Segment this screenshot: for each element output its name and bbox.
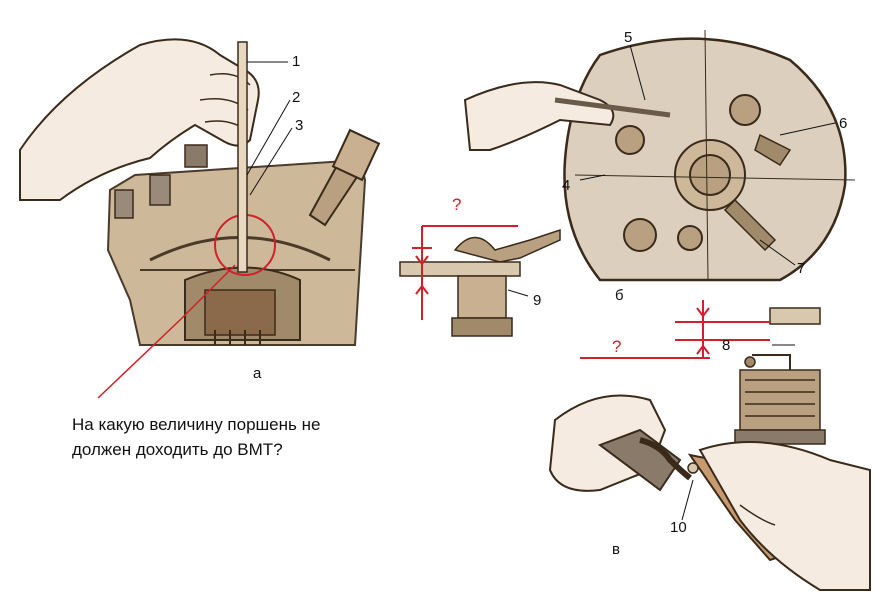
callout-5: 5 bbox=[624, 29, 632, 46]
callout-8: 8 bbox=[722, 337, 730, 354]
figure-label-a: а bbox=[253, 365, 262, 382]
question-mark-spark-plug: ? bbox=[612, 337, 621, 356]
question-text: На какую величину поршень не должен дохо… bbox=[72, 412, 372, 462]
callout-6: 6 bbox=[839, 115, 847, 132]
figure-label-v: в bbox=[612, 541, 620, 558]
callout-2: 2 bbox=[292, 89, 300, 106]
callout-1: 1 bbox=[292, 53, 300, 70]
callout-4: 4 bbox=[562, 177, 570, 194]
figure-breaker-detail bbox=[399, 225, 561, 337]
figure-label-b: б bbox=[615, 287, 624, 304]
callout-10: 10 bbox=[670, 519, 687, 536]
callout-7: 7 bbox=[797, 260, 805, 277]
figure-a-engine bbox=[19, 38, 381, 399]
question-line-2: должен доходить до ВМТ? bbox=[72, 440, 283, 459]
figure-v-sparkplug-adjust bbox=[548, 394, 871, 591]
figure-sparkplug-detail bbox=[580, 300, 826, 445]
callout-9: 9 bbox=[533, 292, 541, 309]
figure-b-distributor bbox=[463, 29, 856, 282]
callout-3: 3 bbox=[295, 117, 303, 134]
question-mark-breaker: ? bbox=[452, 195, 461, 214]
question-line-1: На какую величину поршень не bbox=[72, 415, 321, 434]
